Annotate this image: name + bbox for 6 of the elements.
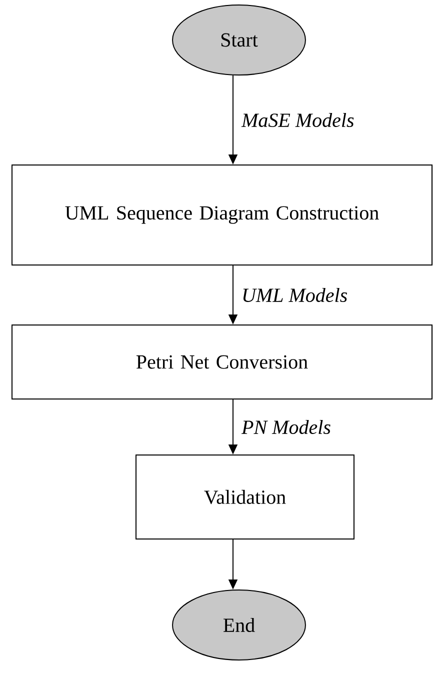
edge-label: PN Models [241, 420, 330, 434]
process-box: UML Sequence Diagram Construction [12, 164, 432, 266]
process-box: Petri Net Conversion [12, 324, 432, 400]
edge-label: MaSE Models [241, 112, 354, 128]
process-box: Validation [136, 454, 354, 540]
edge-label: UML Models [243, 288, 348, 302]
